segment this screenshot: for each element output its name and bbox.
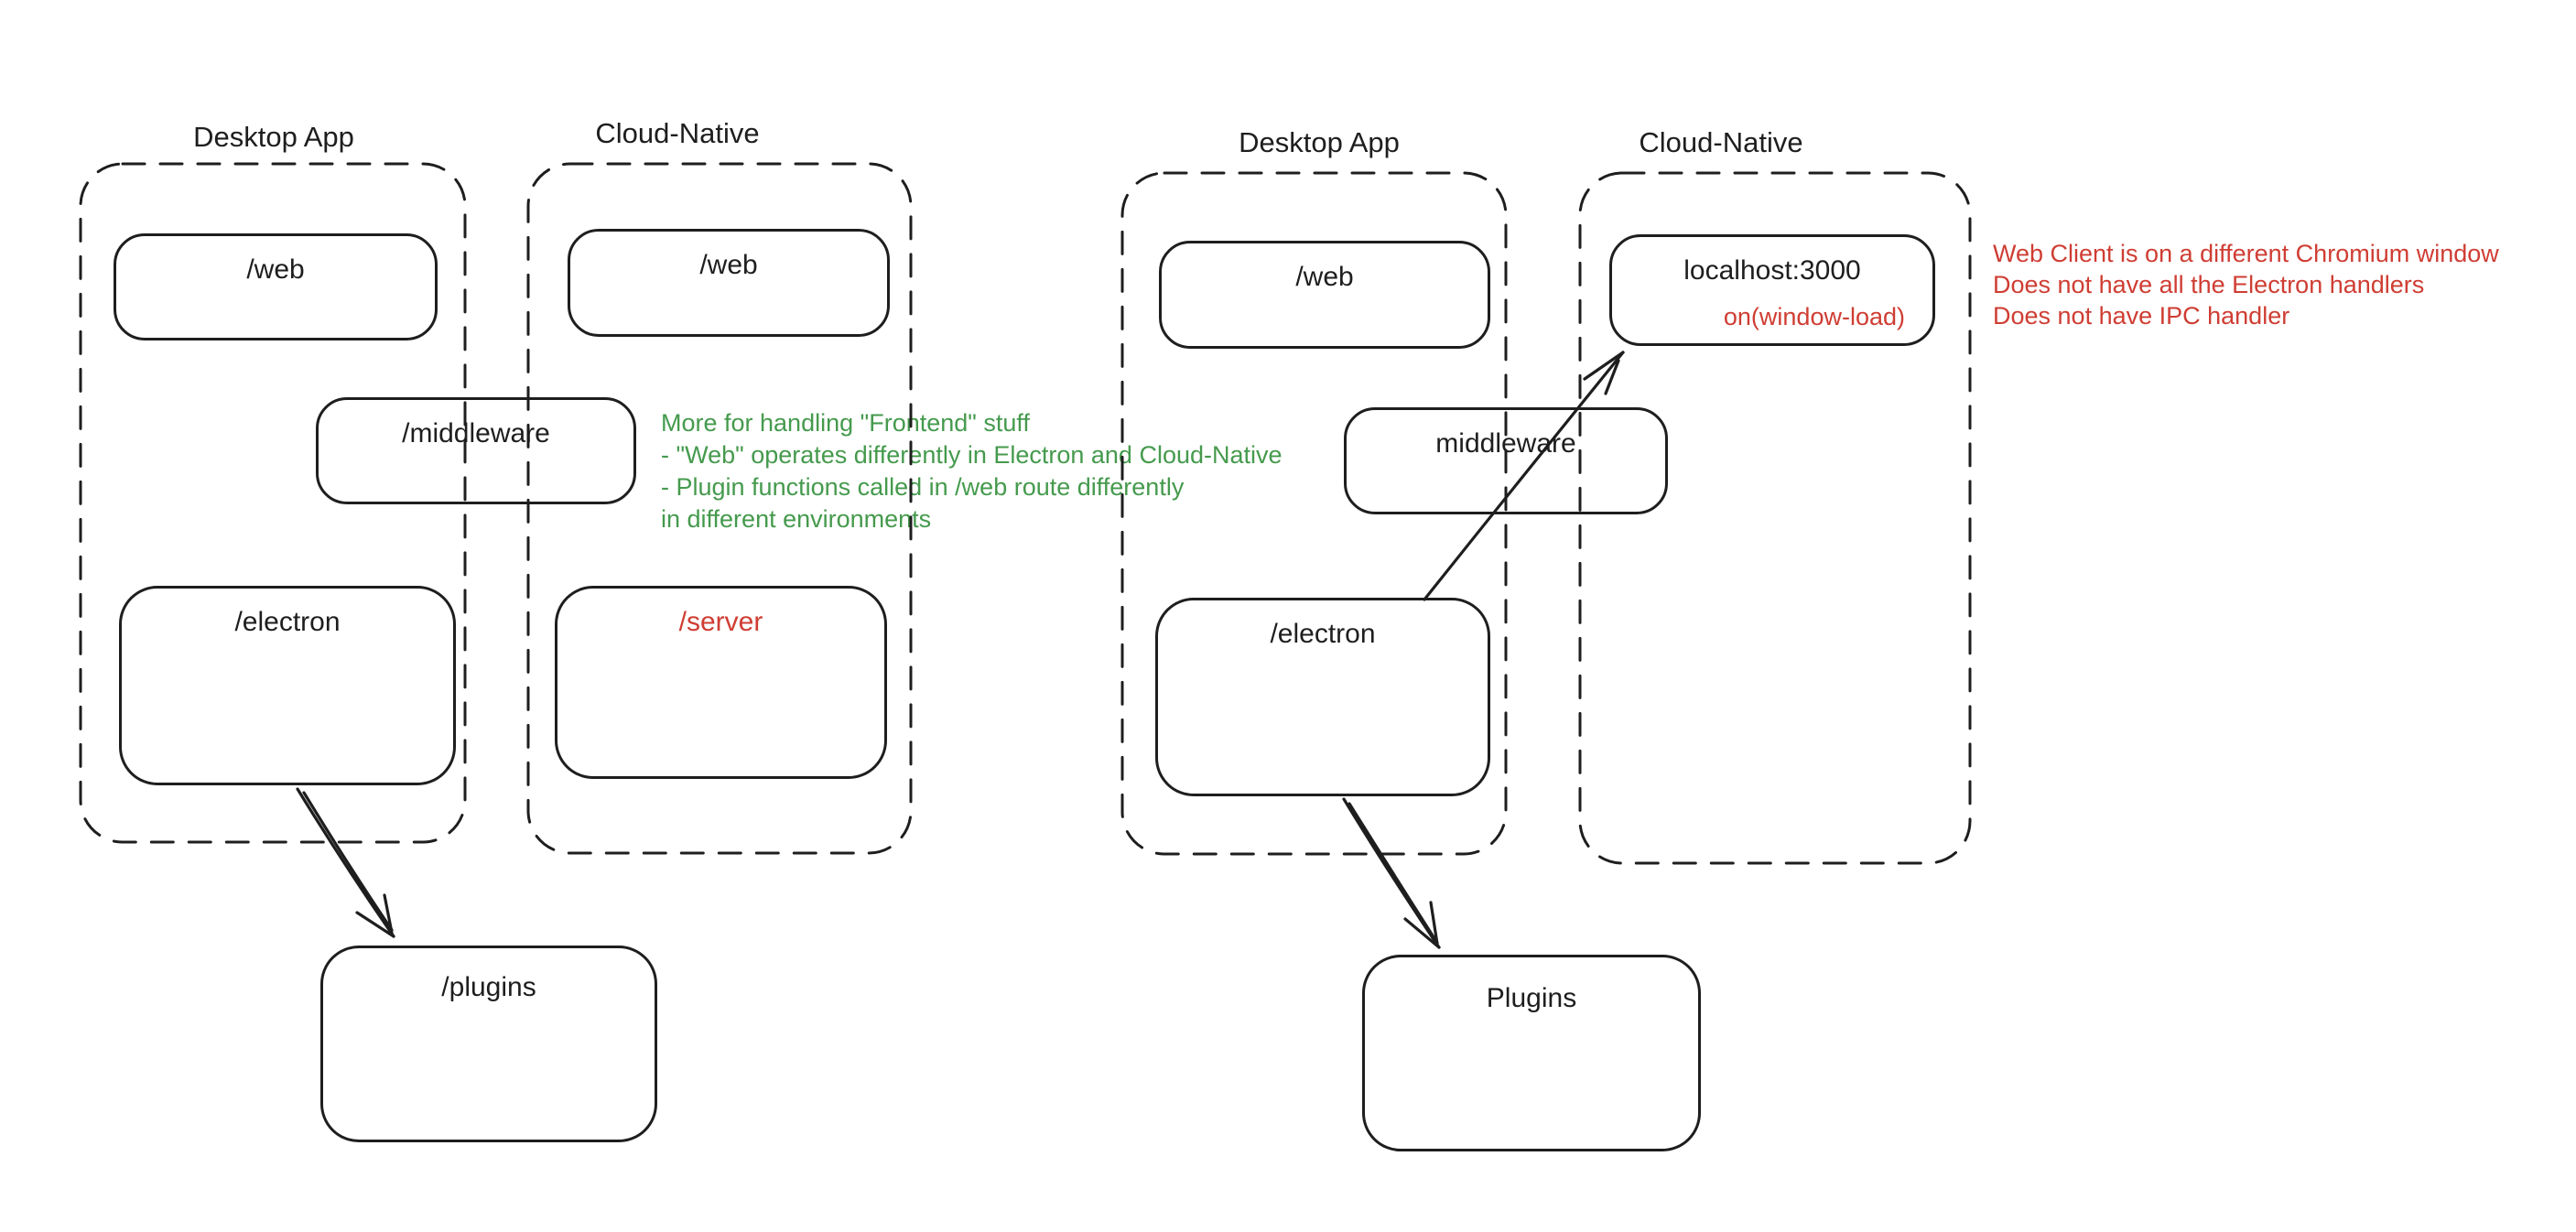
arrow-electron-to-plugins-right: [1342, 797, 1441, 949]
green-annotation-line-4: in different environments: [661, 505, 932, 533]
node-label: middleware: [1435, 428, 1576, 459]
node-label: /web: [699, 250, 758, 280]
red-annotation-line-3: Does not have IPC handler: [1993, 302, 2290, 330]
node-web-desktop-left: /web: [114, 233, 438, 340]
node-sublabel-window-load: on(window-load): [1723, 303, 1905, 330]
node-label: localhost:3000: [1683, 255, 1861, 286]
node-label: /web: [1295, 262, 1354, 292]
container-label-cloud-native-right: Cloud-Native: [1639, 126, 1803, 158]
node-label: /server: [678, 607, 763, 637]
node-localhost-3000: localhost:3000 on(window-load): [1609, 234, 1935, 346]
green-annotation: More for handling "Frontend" stuff - "We…: [661, 407, 1283, 535]
arrow-electron-to-plugins-left: [296, 787, 395, 938]
red-annotation-line-1: Web Client is on a different Chromium wi…: [1993, 240, 2499, 267]
green-annotation-line-2: - "Web" operates differently in Electron…: [661, 441, 1283, 469]
node-electron-right: /electron: [1155, 598, 1490, 796]
node-label: /middleware: [402, 418, 550, 448]
node-middleware-left: /middleware: [316, 397, 636, 504]
red-annotation-line-2: Does not have all the Electron handlers: [1993, 271, 2425, 298]
node-plugins-left: /plugins: [320, 946, 657, 1142]
node-middleware-right: middleware: [1344, 407, 1668, 514]
container-label-cloud-native-left: Cloud-Native: [595, 117, 760, 149]
node-label: Plugins: [1486, 983, 1577, 1013]
node-web-right: /web: [1159, 241, 1490, 349]
node-label: /electron: [234, 607, 341, 637]
container-label-desktop-app-right: Desktop App: [1239, 126, 1400, 158]
green-annotation-line-1: More for handling "Frontend" stuff: [661, 409, 1030, 437]
node-electron-left: /electron: [119, 586, 456, 785]
node-label: /electron: [1270, 619, 1376, 649]
red-annotation: Web Client is on a different Chromium wi…: [1993, 238, 2499, 331]
green-annotation-line-3: - Plugin functions called in /web route …: [661, 473, 1185, 501]
container-label-desktop-app-left: Desktop App: [193, 121, 354, 153]
node-web-cloud-left: /web: [568, 229, 890, 337]
node-plugins-right: Plugins: [1362, 955, 1701, 1151]
node-label: /plugins: [441, 972, 536, 1002]
node-server-left: /server: [555, 586, 887, 779]
node-label: /web: [246, 254, 305, 285]
